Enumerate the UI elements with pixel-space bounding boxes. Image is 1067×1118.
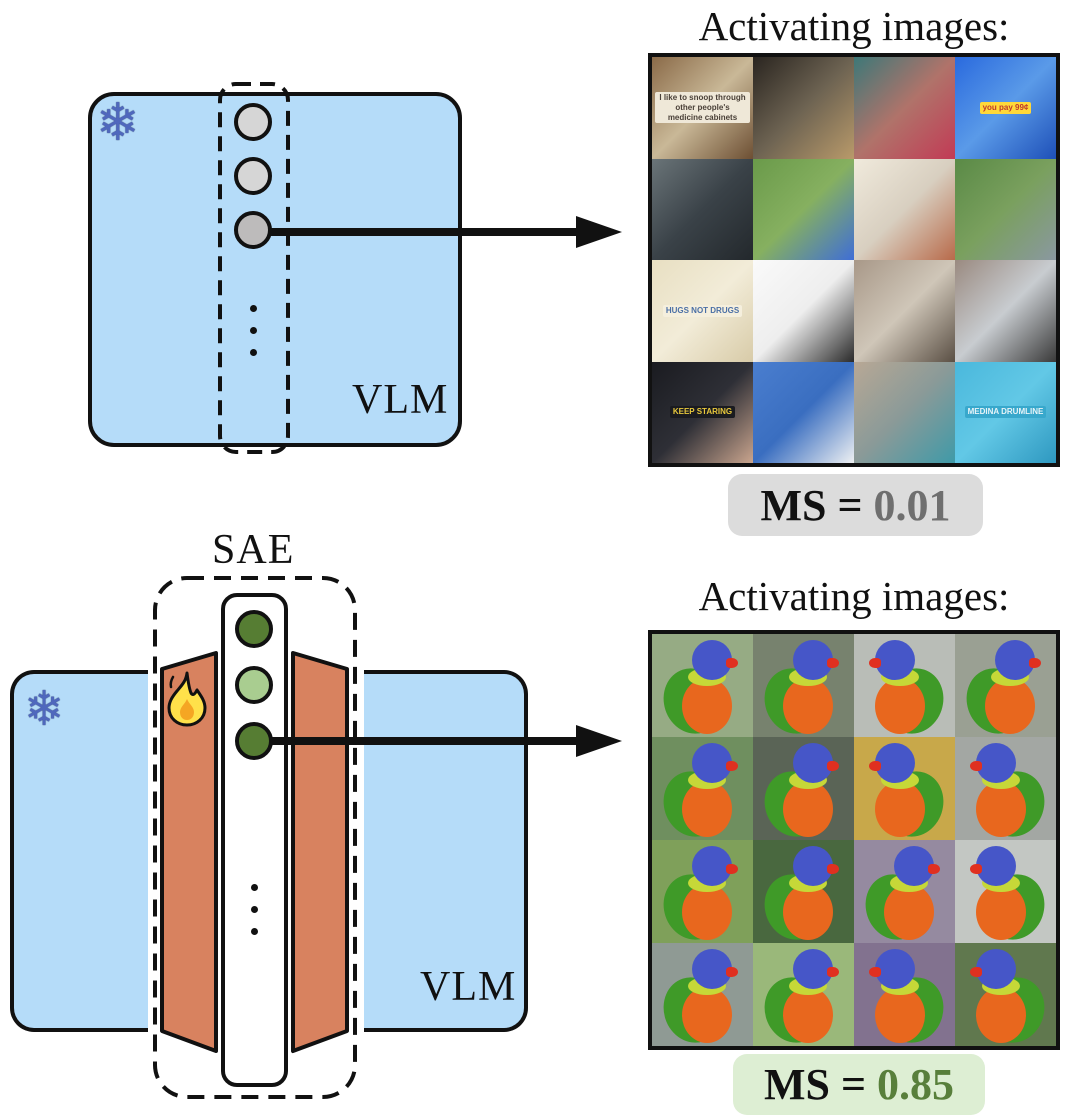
lorikeet-bird-shape [652, 737, 753, 840]
ms-label: MS = [763, 1060, 878, 1109]
image-tile-medina-drumline-shirts: MEDINA DRUMLINE [955, 361, 1056, 463]
lorikeet-bird-shape [955, 840, 1056, 943]
image-tile-lorikeet-4 [955, 634, 1056, 737]
lorikeet-bird-shape [753, 634, 854, 737]
image-tile-lorikeet-14 [753, 943, 854, 1046]
image-tile-medicine-cabinet: I like to snoop through other people's m… [652, 57, 753, 159]
lorikeet-bird-shape [854, 943, 955, 1046]
neuron [235, 666, 273, 704]
ellipsis-dots-bottom [251, 884, 258, 935]
lorikeet-bird-shape [652, 840, 753, 943]
snowflake-icon: ❄ [24, 683, 65, 736]
image-tile-lorikeet-7 [854, 737, 955, 840]
image-tile-lorikeet-15 [854, 943, 955, 1046]
sae-neuron-column [235, 610, 273, 760]
image-tile-lorikeet-8 [955, 737, 1056, 840]
lorikeet-bird-shape [753, 737, 854, 840]
image-tile-lorikeet-10 [753, 840, 854, 943]
ellipsis-dots-top [250, 305, 257, 356]
lorikeet-bird-shape [955, 943, 1056, 1046]
lorikeet-bird-shape [753, 840, 854, 943]
image-tile-lorikeet-5 [652, 737, 753, 840]
lorikeet-bird-shape [955, 737, 1056, 840]
vlm-label-bottom: VLM [420, 964, 517, 1010]
vlm-box-bottom-right [364, 670, 528, 1032]
vlm-label-top: VLM [352, 377, 449, 423]
image-tile-slider-phone-hand [955, 260, 1056, 362]
image-tile-golf-cart-boy [753, 158, 854, 260]
lorikeet-bird-shape [955, 634, 1056, 737]
ms-value: 0.01 [873, 480, 951, 530]
image-tile-woman-red-hat [854, 57, 955, 159]
neuron [234, 211, 272, 249]
flame-icon [167, 671, 207, 727]
lorikeet-bird-shape [854, 634, 955, 737]
sae-decoder-trapezoid [291, 651, 349, 1053]
snowflake-icon: ❄ [96, 95, 140, 152]
image-tile-white-wristwatch [753, 361, 854, 463]
image-tile-lorikeet-3 [854, 634, 955, 737]
vlm-box-bottom-left [10, 670, 148, 1032]
ms-score-badge-bottom: MS = 0.85 [733, 1054, 985, 1115]
neuron [234, 103, 272, 141]
image-tile-lorikeet-16 [955, 943, 1056, 1046]
image-tile-lorikeet-12 [955, 840, 1056, 943]
neuron [235, 722, 273, 760]
ms-score-badge-top: MS = 0.01 [728, 474, 983, 536]
image-tile-lorikeet-2 [753, 634, 854, 737]
image-tile-keep-staring-book: KEEP STARING [652, 361, 753, 463]
image-tile-park-sundial [955, 158, 1056, 260]
image-tile-lorikeet-11 [854, 840, 955, 943]
lorikeet-bird-shape [854, 840, 955, 943]
activating-images-title-top: Activating images: [698, 3, 1010, 49]
image-tile-comic-strip [854, 158, 955, 260]
lorikeet-bird-shape [652, 634, 753, 737]
image-tile-black-toaster [753, 260, 854, 362]
image-tile-phone-held-up [854, 260, 955, 362]
sae-encoder-trapezoid [160, 651, 218, 1053]
image-tile-cvs-ruler-ad: you pay 99¢ [955, 57, 1056, 159]
neuron [235, 610, 273, 648]
image-tile-lorikeet-6 [753, 737, 854, 840]
image-tile-lorikeet-9 [652, 840, 753, 943]
ms-value: 0.85 [877, 1060, 955, 1109]
ms-label: MS = [760, 480, 874, 530]
vlm-neuron-column [234, 103, 272, 249]
image-tile-hugs-not-drugs-ruler: HUGS NOT DRUGS [652, 260, 753, 362]
lorikeet-bird-shape [652, 943, 753, 1046]
neuron [234, 157, 272, 195]
image-tile-lorikeet-13 [652, 943, 753, 1046]
image-tile-news-anchor-tv [652, 158, 753, 260]
activating-grid-bottom [648, 630, 1060, 1050]
image-tile-lorikeet-1 [652, 634, 753, 737]
lorikeet-bird-shape [854, 737, 955, 840]
activating-grid-top: I like to snoop through other people's m… [648, 53, 1060, 467]
image-tile-person-in-room [854, 361, 955, 463]
activating-images-title-bottom: Activating images: [698, 573, 1010, 619]
sae-label: SAE [212, 527, 295, 573]
image-tile-movie-theater [753, 57, 854, 159]
lorikeet-bird-shape [753, 943, 854, 1046]
